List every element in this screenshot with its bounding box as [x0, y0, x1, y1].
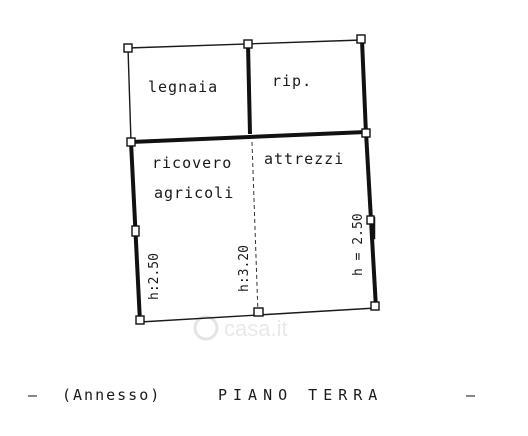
- pillars: [123, 34, 380, 325]
- pillar-bottom-middle: [253, 307, 264, 317]
- roof-ridge-axis: [251, 141, 259, 315]
- wall-middle: [130, 130, 367, 144]
- watermark-logo-icon: [193, 315, 219, 341]
- height-label-right: h = 2.50: [351, 213, 366, 276]
- pillar-left-wall: [131, 225, 140, 237]
- room-label-rip: rip.: [272, 72, 312, 90]
- pillar-bottom-left: [135, 315, 145, 325]
- caption-dash-right: —: [466, 386, 476, 404]
- wall-upper-left: [127, 47, 132, 143]
- pillar-top-middle: [243, 39, 253, 49]
- caption-dash-left: —: [28, 386, 38, 404]
- pillar-bottom-right: [370, 301, 380, 311]
- wall-upper-right: [360, 39, 368, 135]
- pillar-mid-right: [361, 128, 371, 138]
- watermark: casa.it: [193, 315, 288, 341]
- pillar-right-wall: [366, 215, 375, 225]
- room-label-attrezzi: attrezzi: [264, 150, 344, 168]
- wall-partition-storage: [246, 43, 252, 135]
- height-label-center: h:3.20: [237, 245, 252, 292]
- plan-caption: — (Annesso) PIANO TERRA —: [28, 386, 476, 404]
- caption-title: PIANO TERRA: [218, 386, 383, 404]
- room-label-agricoli: agricoli: [154, 184, 234, 202]
- pillar-mid-left: [126, 137, 136, 147]
- room-label-legnaia: legnaia: [148, 78, 218, 96]
- room-label-ricovero: ricovero: [152, 154, 232, 172]
- watermark-text: casa.it: [224, 316, 288, 341]
- pillar-top-right: [356, 34, 366, 44]
- height-label-left: h:2.50: [147, 253, 162, 300]
- caption-annex: (Annesso): [62, 386, 161, 404]
- pillar-top-left: [123, 43, 133, 53]
